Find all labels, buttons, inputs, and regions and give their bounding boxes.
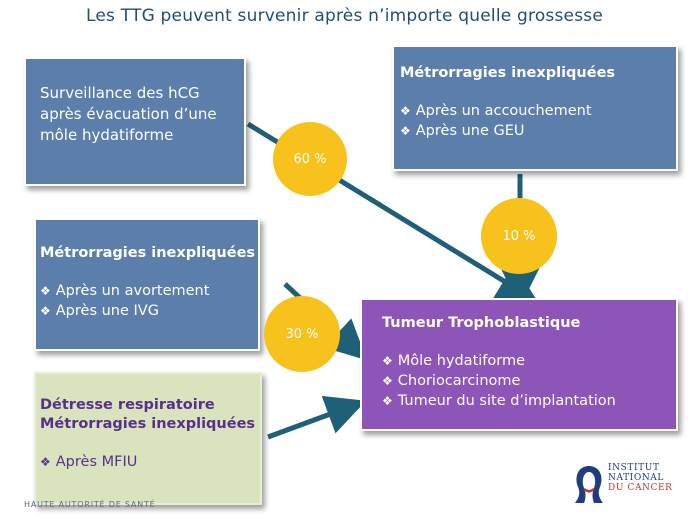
logo-line3: DU CANCER (608, 483, 673, 493)
metro1-title: Métrorragies inexpliquées (400, 65, 616, 81)
metro2-title: Métrorragies inexpliquées (40, 245, 256, 261)
list-item: ❖Après une IVG (40, 303, 159, 319)
box-tumeur-trophoblastique: Tumeur Trophoblastique ❖Môle hydatiforme… (360, 298, 678, 431)
box-detresse-respiratoire: Détresse respiratoire Métrorragies inexp… (34, 372, 262, 505)
diamond-bullet-icon: ❖ (40, 304, 51, 318)
list-item: ❖Môle hydatiforme (382, 353, 526, 369)
list-item: ❖Après un avortement (40, 283, 210, 299)
diamond-bullet-icon: ❖ (40, 284, 51, 298)
hcg-text: Surveillance des hCG après évacuation d’… (40, 84, 217, 144)
list-item: ❖Après un accouchement (400, 103, 592, 119)
percentage-badge-30: 30 % (264, 296, 340, 372)
detresse-title-line2: Métrorragies inexpliquées (40, 416, 256, 432)
percentage-badge-10: 10 % (481, 198, 557, 274)
logo-line1: INSTITUT (608, 463, 660, 473)
inca-logo-text: INSTITUT NATIONAL DU CANCER (608, 463, 684, 493)
inca-emblem-icon (575, 466, 603, 503)
tumeur-title: Tumeur Trophoblastique (382, 315, 581, 331)
percentage-badge-60: 60 % (273, 122, 347, 196)
box-metrorragies-accouchement: Métrorragies inexpliquées ❖Après un acco… (392, 45, 678, 171)
diamond-bullet-icon: ❖ (382, 374, 393, 388)
detresse-title-line1: Détresse respiratoire (40, 397, 215, 413)
list-item: ❖Après une GEU (400, 123, 525, 139)
diamond-bullet-icon: ❖ (400, 124, 411, 138)
list-item: ❖Après MFIU (40, 454, 138, 470)
diamond-bullet-icon: ❖ (382, 354, 393, 368)
box-hcg-surveillance: Surveillance des hCG après évacuation d’… (24, 57, 246, 186)
arrow-detresse-to-tumeur (267, 395, 367, 440)
diamond-bullet-icon: ❖ (40, 455, 51, 469)
footer-has-label: HAUTE AUTORITÉ DE SANTÉ (24, 500, 156, 509)
slide-title: Les TTG peuvent survenir après n’importe… (86, 6, 603, 26)
box-metrorragies-avortement: Métrorragies inexpliquées ❖Après un avor… (34, 218, 260, 351)
diamond-bullet-icon: ❖ (400, 104, 411, 118)
diamond-bullet-icon: ❖ (382, 394, 393, 408)
list-item: ❖Choriocarcinome (382, 373, 521, 389)
inca-logo: INSTITUT NATIONAL DU CANCER (572, 463, 684, 509)
list-item: ❖Tumeur du site d’implantation (382, 393, 616, 409)
logo-line2: NATIONAL (608, 473, 664, 483)
